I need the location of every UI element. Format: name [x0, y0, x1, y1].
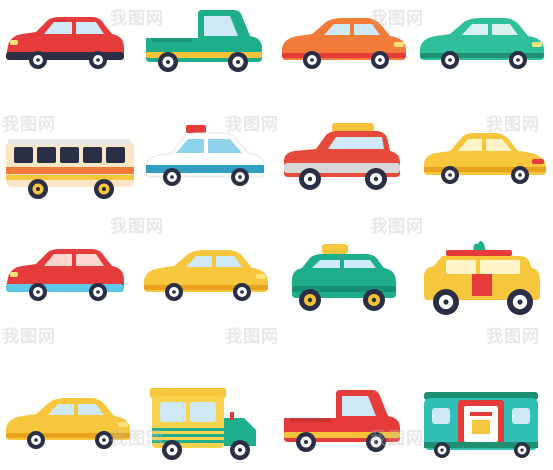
- vehicle-illustration: [150, 388, 256, 460]
- vehicle-tuk: [138, 350, 276, 467]
- vehicle-pickup: [276, 350, 414, 467]
- vehicle-bus: [0, 115, 138, 232]
- vehicle-hatchback: [0, 0, 138, 117]
- vehicle-illustration: [6, 249, 124, 301]
- vehicle-illustration: [424, 241, 540, 315]
- vehicle-illustration: [144, 250, 268, 301]
- vehicle-van: [414, 350, 552, 467]
- vehicle-illustration: [6, 398, 130, 449]
- vehicle-illustration: [292, 244, 396, 311]
- vehicle-sedan: [0, 350, 138, 467]
- vehicle-illustration: [420, 18, 544, 69]
- vehicle-sedan: [414, 0, 552, 117]
- vehicle-hatchback: [0, 232, 138, 349]
- vehicle-illustration: [284, 390, 400, 452]
- vehicle-illustration: [146, 10, 262, 72]
- vehicle-illustration: [6, 17, 124, 69]
- vehicle-illustration: [6, 139, 134, 199]
- vehicle-police: [138, 115, 276, 232]
- vehicle-illustration: [284, 123, 400, 190]
- vehicle-pickup: [138, 0, 276, 117]
- vehicle-coupe: [414, 115, 552, 232]
- vehicle-taxi-suv: [276, 115, 414, 232]
- vehicle-illustration: [424, 133, 546, 184]
- vehicle-illustration: [424, 392, 538, 458]
- vehicle-taxi: [276, 232, 414, 349]
- vehicle-illustration: [282, 18, 406, 69]
- vehicle-sedan: [276, 0, 414, 117]
- vehicle-jeep: [414, 232, 552, 349]
- vehicle-illustration: [145, 125, 265, 186]
- vehicle-sedan: [138, 232, 276, 349]
